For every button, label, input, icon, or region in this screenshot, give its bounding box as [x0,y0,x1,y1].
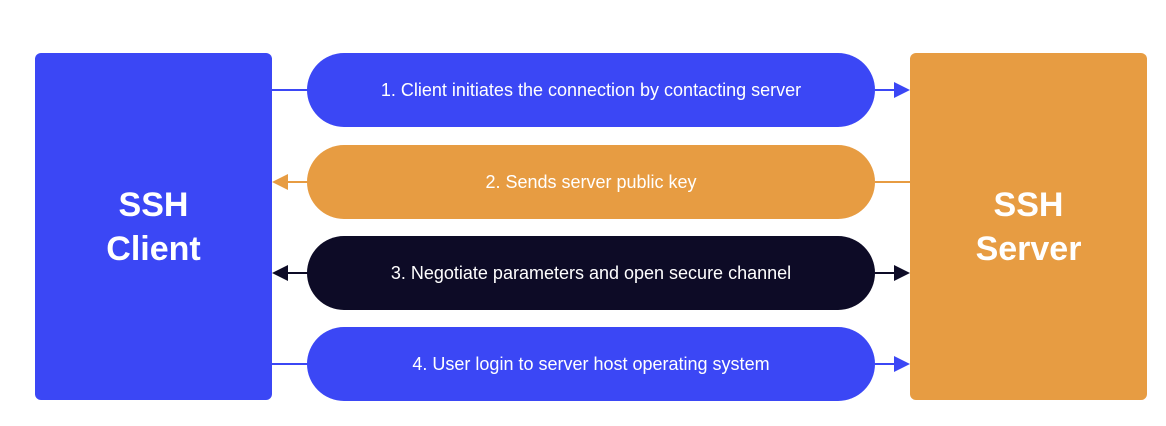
step-2-label: 2. Sends server public key [485,171,697,192]
ssh-server-label-line1: SSH [993,185,1064,224]
ssh-client-label-line2: Client [106,229,201,268]
step-4-arrowhead [894,356,910,372]
ssh-server-label-line2: Server [975,229,1082,268]
ssh-server-box: SSH Server [910,53,1147,400]
step-3-pill: 3. Negotiate parameters and open secure … [307,236,875,310]
step-3-label: 3. Negotiate parameters and open secure … [390,262,792,283]
step-4-label: 4. User login to server host operating s… [412,353,770,374]
step-2-arrowhead [272,174,288,190]
step-4-pill: 4. User login to server host operating s… [307,327,875,401]
step-3-arrowhead-left [272,265,288,281]
step-1-pill: 1. Client initiates the connection by co… [307,53,875,127]
step-1-arrowhead [894,82,910,98]
ssh-client-label-line1: SSH [118,185,189,224]
ssh-client-box: SSH Client [35,53,272,400]
step-2-pill: 2. Sends server public key [307,145,875,219]
step-3-arrowhead-right [894,265,910,281]
step-1-label: 1. Client initiates the connection by co… [380,79,802,100]
